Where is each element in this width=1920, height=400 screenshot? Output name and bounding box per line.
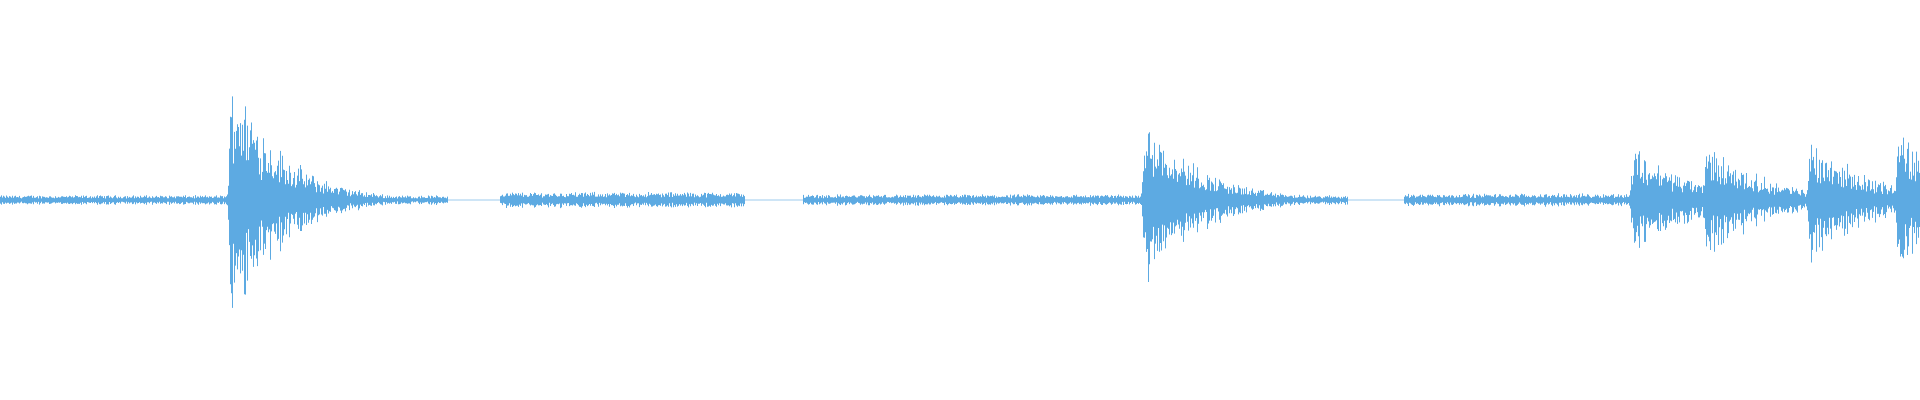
- waveform-samples: [0, 96, 1920, 308]
- waveform-path: [0, 96, 1920, 308]
